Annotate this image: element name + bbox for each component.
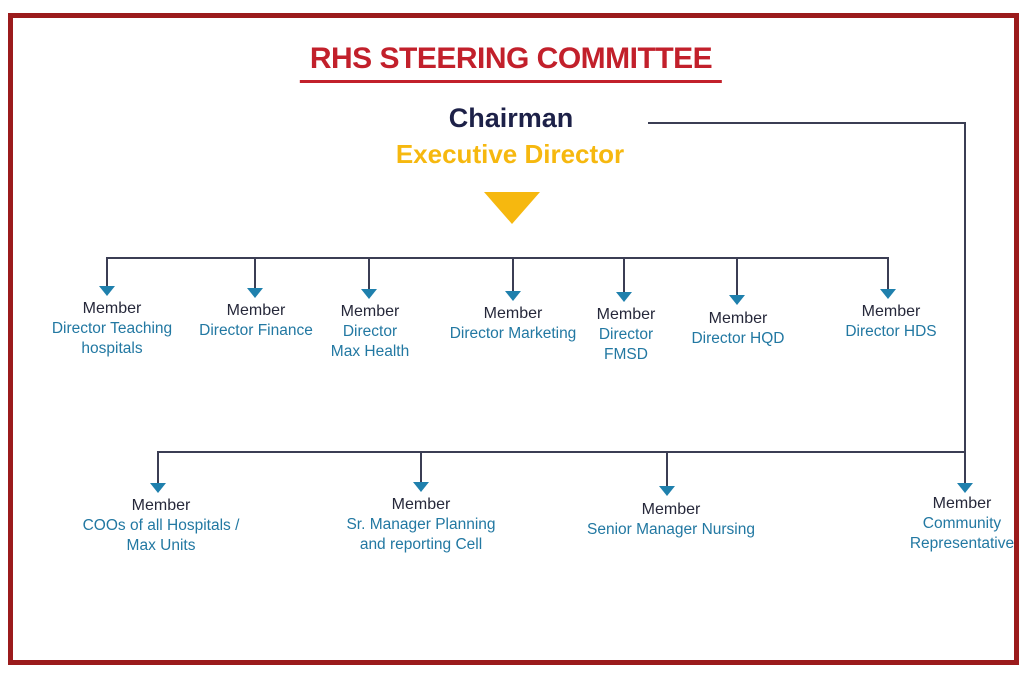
connector-row1-drop-2	[254, 257, 256, 288]
member-node-director-fmsd: Member Director FMSD	[597, 305, 656, 365]
down-arrow-icon	[729, 295, 745, 305]
member-node-sr-manager-planning: Member Sr. Manager Planning and reportin…	[346, 495, 495, 555]
connector-row1-drop-3	[368, 257, 370, 289]
down-arrow-icon	[880, 289, 896, 299]
member-title: Member	[82, 300, 142, 317]
connector-row1-drop-7	[887, 257, 889, 289]
member-title: Member	[226, 302, 286, 319]
member-role: Senior Manager Nursing	[586, 521, 756, 538]
member-title: Member	[131, 497, 191, 514]
connector-row1-drop-1	[106, 257, 108, 286]
member-role: Director HQD	[691, 330, 785, 347]
down-arrow-icon	[361, 289, 377, 299]
down-arrow-icon	[505, 291, 521, 301]
down-arrow-icon	[99, 286, 115, 296]
member-title: Member	[596, 306, 656, 323]
member-role: Sr. Manager Planning	[346, 516, 496, 533]
member-node-director-teaching-hospitals: Member Director Teaching hospitals	[52, 299, 172, 359]
page-title: RHS STEERING COMMITTEE	[299, 42, 723, 83]
member-role: hospitals	[81, 340, 143, 357]
member-title: Member	[708, 310, 768, 327]
member-node-director-max-health: Member Director Max Health	[331, 302, 409, 362]
member-title: Member	[932, 495, 992, 512]
chairman-down-arrow-icon	[484, 192, 540, 224]
member-node-coos-hospitals: Member COOs of all Hospitals / Max Units	[83, 496, 240, 556]
connector-row1-bar	[107, 257, 889, 259]
connector-row2-drop-3	[666, 451, 668, 486]
member-role: Community	[922, 515, 1002, 532]
down-arrow-icon	[413, 482, 429, 492]
down-arrow-icon	[659, 486, 675, 496]
member-role: and reporting Cell	[359, 536, 483, 553]
down-arrow-icon	[247, 288, 263, 298]
member-title: Member	[391, 496, 451, 513]
member-role: Representative	[909, 535, 1015, 552]
member-title: Member	[340, 303, 400, 320]
member-title: Member	[641, 501, 701, 518]
down-arrow-icon	[957, 483, 973, 493]
connector-row2-drop-1	[157, 451, 159, 483]
border-frame	[8, 13, 1019, 665]
connector-chairman-vertical	[964, 122, 966, 483]
connector-row2-bar	[158, 451, 966, 453]
member-title: Member	[483, 305, 543, 322]
member-role: Director Marketing	[449, 325, 577, 342]
member-role: Director	[598, 326, 654, 343]
connector-row2-drop-2	[420, 451, 422, 482]
connector-row1-drop-4	[512, 257, 514, 291]
down-arrow-icon	[616, 292, 632, 302]
member-node-senior-manager-nursing: Member Senior Manager Nursing	[587, 500, 755, 540]
connector-row1-drop-6	[736, 257, 738, 295]
member-node-director-finance: Member Director Finance	[199, 301, 313, 341]
executive-director-label: Executive Director	[395, 139, 625, 169]
member-role: Director	[342, 323, 398, 340]
member-node-director-hds: Member Director HDS	[845, 302, 936, 342]
member-title: Member	[861, 303, 921, 320]
member-node-community-representative: Member Community Representative	[910, 494, 1014, 554]
chairman-label: Chairman	[448, 103, 574, 133]
member-node-director-hqd: Member Director HQD	[691, 309, 784, 349]
member-role: FMSD	[604, 346, 648, 363]
member-role: Max Health	[330, 343, 410, 360]
connector-chairman-horizontal	[648, 122, 966, 124]
member-role: Director Teaching	[51, 320, 173, 337]
down-arrow-icon	[150, 483, 166, 493]
member-role: COOs of all Hospitals /	[82, 517, 240, 534]
member-node-director-marketing: Member Director Marketing	[450, 304, 577, 344]
member-role: Director HDS	[845, 323, 937, 340]
member-role: Director Finance	[199, 322, 313, 339]
connector-row1-drop-5	[623, 257, 625, 292]
member-role: Max Units	[126, 537, 196, 554]
